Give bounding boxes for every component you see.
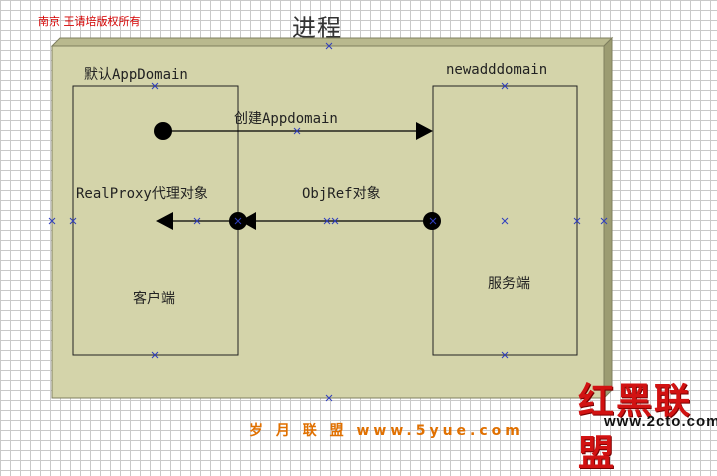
create-appdomain-label: 创建Appdomain [234, 111, 338, 127]
page-title: 进程 [292, 14, 342, 42]
objref-start-dot [423, 212, 441, 230]
client-label: 客户端 [133, 291, 175, 307]
server-label: 服务端 [488, 276, 530, 292]
process-box-side [603, 36, 613, 400]
copyright-notice: 南京 王请培版权所有 [38, 15, 141, 28]
site-watermark: www.2cto.com [604, 413, 717, 430]
new-appdomain-label: newadddomain [446, 62, 548, 78]
realproxy-label: RealProxy代理对象 [76, 186, 208, 202]
objref-arrowhead [240, 212, 256, 230]
process-diagram [48, 36, 614, 402]
proxy-arrowhead [156, 212, 173, 230]
objref-label: ObjRef对象 [302, 186, 381, 202]
process-box-depth [50, 37, 614, 47]
create-arrowhead [416, 122, 433, 140]
footer-watermark: 岁 月 联 盟 www.5yue.com [249, 423, 524, 439]
default-appdomain-label: 默认AppDomain [84, 67, 188, 83]
create-arrow-start-dot [154, 122, 172, 140]
selection-handles [48, 42, 608, 402]
